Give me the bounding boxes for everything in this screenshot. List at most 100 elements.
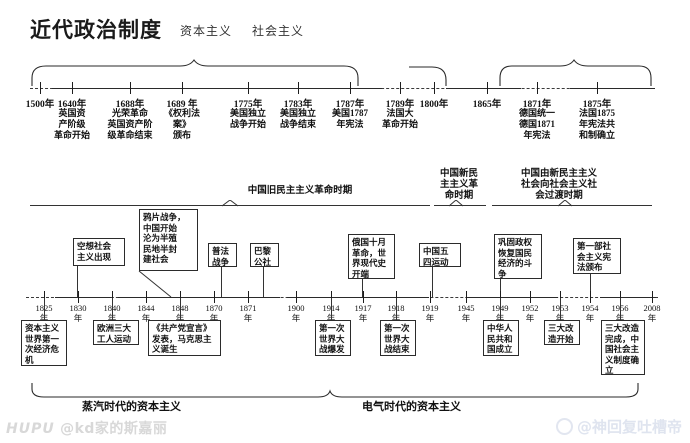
top-axis-event: 美国独立 战争结束 bbox=[279, 108, 316, 129]
main-axis-tick bbox=[214, 291, 215, 303]
event-box-may-fourth: 中国五 四运动 bbox=[419, 243, 461, 267]
top-axis-solid-d bbox=[446, 88, 521, 89]
main-axis-year: 1844 年 bbox=[137, 303, 155, 323]
main-axis-year: 1871 年 bbox=[239, 303, 257, 323]
top-axis-event: 美国独立 战争开始 bbox=[229, 108, 266, 129]
main-axis-tick bbox=[78, 291, 79, 303]
top-axis-year: 1871年 bbox=[522, 100, 552, 110]
main-axis-solid-d bbox=[466, 297, 558, 298]
top-axis-tick bbox=[400, 82, 401, 94]
main-axis-year: 2008 年 bbox=[643, 303, 661, 323]
weibo-logo-icon bbox=[555, 418, 573, 435]
connector-wwi-start bbox=[331, 298, 332, 320]
main-axis-tick bbox=[430, 291, 431, 303]
top-axis-year: 1865年 bbox=[472, 100, 502, 110]
connector-manifesto bbox=[180, 298, 181, 320]
connector-paris bbox=[263, 267, 264, 297]
event-box-three-workers-movements: 欧洲三大 工人运动 bbox=[93, 320, 139, 345]
connector-reforms-start bbox=[560, 298, 561, 320]
top-axis-year: 1688年 bbox=[115, 100, 145, 110]
event-box-utopian-socialism: 空想社会 主义出现 bbox=[73, 238, 125, 266]
brace-eras bbox=[30, 383, 640, 399]
event-box-october-revolution: 俄国十月 革命，世 界现代史 开端 bbox=[348, 234, 395, 279]
top-axis-year: 1783年 bbox=[283, 100, 313, 110]
top-axis-event: 《权利法案》 颁布 bbox=[163, 108, 200, 140]
main-axis-tick bbox=[180, 291, 181, 303]
top-axis-event: 法国大 革命开始 bbox=[381, 108, 418, 129]
top-axis-event: 英国资 产阶级 革命开始 bbox=[53, 108, 90, 140]
top-axis-solid-e bbox=[570, 88, 655, 89]
watermark-right: @神回复吐槽帝 bbox=[555, 416, 682, 437]
main-axis-year: 1917 年 bbox=[354, 303, 372, 323]
top-axis-solid-b bbox=[132, 88, 332, 89]
top-axis-solid-a bbox=[52, 88, 132, 89]
main-axis-year: 1900 年 bbox=[287, 303, 305, 323]
top-axis-year: 1640年 bbox=[57, 100, 87, 110]
main-axis-year: 1830 年 bbox=[69, 303, 87, 323]
top-axis-year: 1775年 bbox=[233, 100, 263, 110]
brace-mid-small bbox=[408, 66, 448, 86]
main-axis-year: 1945 年 bbox=[457, 303, 475, 323]
top-axis-year: 1789年 bbox=[385, 100, 415, 110]
connector-reforms-complete bbox=[620, 298, 621, 320]
period-caret-left bbox=[222, 200, 238, 207]
watermark-left: HUPU @kd家的斯嘉丽 bbox=[6, 418, 167, 438]
connector-franco bbox=[221, 267, 222, 297]
main-axis-tick bbox=[466, 291, 467, 303]
event-box-paris-commune: 巴黎 公社 bbox=[250, 243, 279, 267]
main-axis-tick bbox=[590, 291, 591, 303]
top-axis-tick bbox=[350, 82, 351, 94]
subtitle-capitalism: 资本主义 bbox=[180, 24, 233, 38]
main-axis-year: 1954 年 bbox=[581, 303, 599, 323]
top-axis-tick bbox=[434, 82, 435, 94]
connector-consolidate bbox=[500, 279, 501, 297]
brace-capitalism-right bbox=[498, 58, 653, 86]
event-box-wwi-end: 第一次 世界大 战结束 bbox=[380, 320, 416, 356]
main-axis-tick bbox=[500, 291, 501, 303]
connector-wwi-end bbox=[396, 298, 397, 320]
connector-workers bbox=[112, 298, 113, 320]
event-box-franco-prussian-war: 普法 战争 bbox=[208, 243, 237, 267]
event-box-first-economic-crisis: 资本主义 世界第一 次经济危 机 bbox=[21, 320, 67, 366]
event-box-first-constitution: 第一部社 会主义宪 法颁布 bbox=[573, 238, 621, 274]
top-axis-event: 法国1875 年宪法共 和制确立 bbox=[578, 108, 615, 140]
connector-prc bbox=[500, 298, 501, 320]
main-axis-solid-a bbox=[55, 297, 111, 298]
connector-crisis bbox=[44, 298, 45, 320]
watermark-hupu-brand: HUPU bbox=[6, 421, 55, 437]
connector-utopian bbox=[77, 266, 78, 297]
connector-mayfourth bbox=[432, 267, 433, 297]
top-axis-event: 美国1787 年宪法 bbox=[331, 108, 368, 129]
period-rule-right bbox=[492, 205, 652, 206]
main-axis-tick bbox=[112, 291, 113, 303]
subtitle-socialism: 社会主义 bbox=[252, 24, 305, 38]
top-axis-event: 光荣革命 英国资产阶 级革命结束 bbox=[107, 108, 153, 140]
brace-capitalism-left bbox=[30, 58, 360, 86]
main-axis-tick bbox=[296, 291, 297, 303]
watermark-hupu-user: @kd家的斯嘉丽 bbox=[60, 421, 168, 437]
top-axis-year: 1787年 bbox=[335, 100, 365, 110]
main-axis-solid-b bbox=[118, 297, 280, 298]
period-caret-right bbox=[558, 200, 572, 207]
event-box-opium-war: 鸦片战争， 中国开始 沦为半殖 民地半封 建社会 bbox=[139, 209, 198, 271]
era-label-electric: 电气时代的资本主义 bbox=[362, 401, 461, 413]
main-axis-tick bbox=[620, 291, 621, 303]
top-axis-year: 1689 年 bbox=[166, 100, 198, 110]
event-box-wwi-start: 第一次 世界大 战爆发 bbox=[315, 320, 351, 356]
period-label-transition: 中国由新民主主义 社会向社会主义社 会过渡时期 bbox=[520, 169, 597, 201]
top-axis-tick bbox=[182, 82, 183, 94]
main-axis-tick bbox=[396, 291, 397, 303]
main-axis-solid-c bbox=[287, 297, 429, 298]
period-rule-left bbox=[30, 205, 430, 206]
main-axis-tick bbox=[652, 291, 653, 303]
main-axis-year: 1919 年 bbox=[421, 303, 439, 323]
period-label-old-democracy: 中国旧民主主义革命时期 bbox=[247, 186, 353, 196]
main-axis-tick bbox=[331, 291, 332, 303]
period-caret-mid bbox=[449, 200, 463, 207]
top-axis-year: 1800年 bbox=[419, 100, 449, 110]
top-axis-tick bbox=[298, 82, 299, 94]
top-axis-tick bbox=[487, 82, 488, 94]
event-box-communist-manifesto: 《共产党宣言》 发表，马克思主 义诞生 bbox=[148, 320, 221, 356]
top-axis-tick bbox=[72, 82, 73, 94]
